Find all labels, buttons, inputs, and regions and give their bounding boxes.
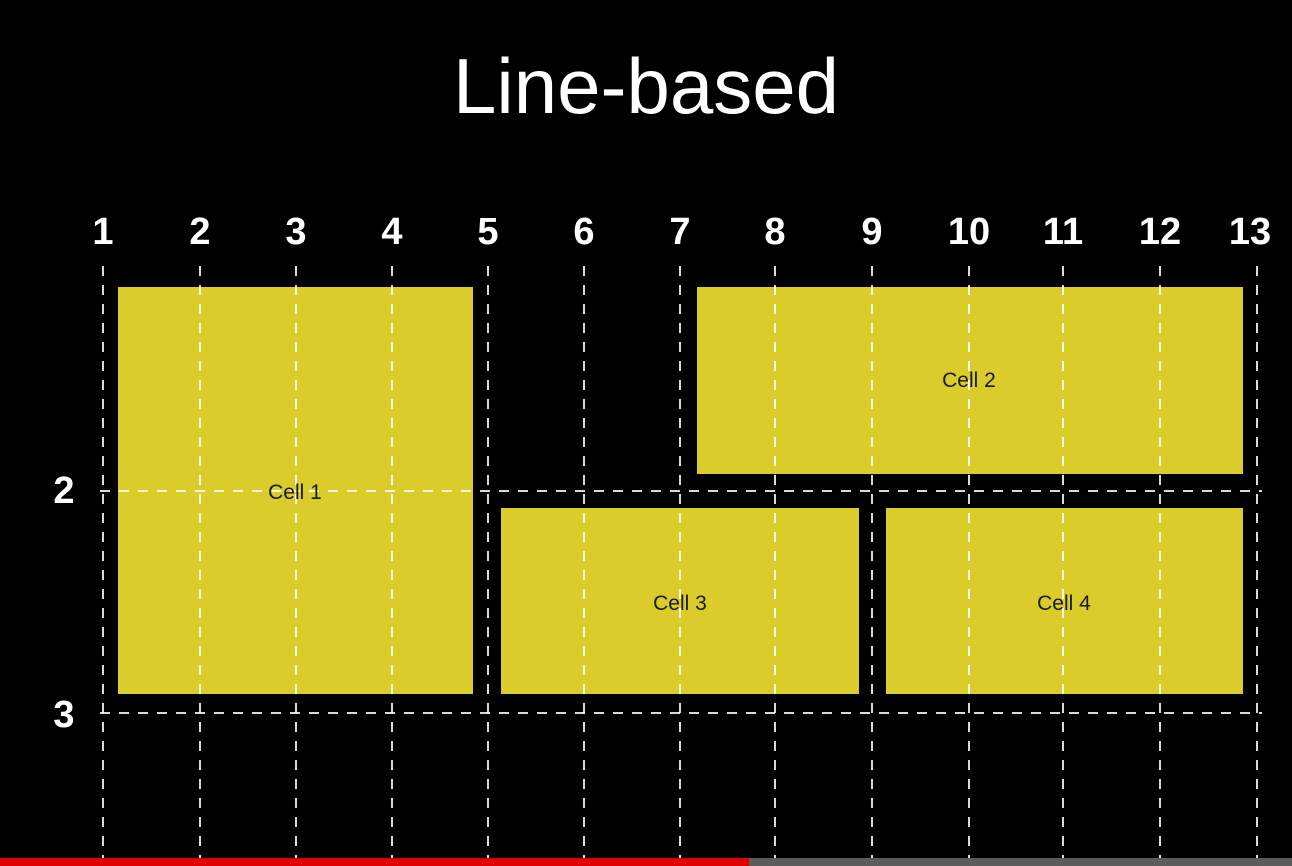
cell-2-label: Cell 2 [942,369,996,392]
column-line-label-8: 8 [764,211,786,253]
column-line-label-13: 13 [1228,211,1272,253]
column-line-label-3: 3 [285,211,307,253]
column-line-label-5: 5 [477,211,499,253]
column-line-label-6: 6 [573,211,595,253]
column-line-label-4: 4 [381,211,403,253]
column-line-label-2: 2 [189,211,211,253]
column-line-label-12: 12 [1138,211,1182,253]
cell-3-label: Cell 3 [653,592,707,615]
cell-1-label: Cell 1 [268,481,322,504]
slide-title: Line-based [453,42,839,130]
column-line-label-7: 7 [669,211,691,253]
row-line-label-2: 2 [53,470,75,512]
row-line-label-3: 3 [53,694,75,736]
column-line-label-9: 9 [861,211,883,253]
grid-cell-4 [886,508,1243,694]
grid-cell-2 [697,287,1243,474]
column-line-label-10: 10 [947,211,991,253]
column-line-label-11: 11 [1042,211,1084,253]
column-line-label-1: 1 [92,211,114,253]
video-progress-played [0,858,750,866]
video-progress-bar[interactable] [0,858,1292,866]
cell-4-label: Cell 4 [1037,592,1091,615]
